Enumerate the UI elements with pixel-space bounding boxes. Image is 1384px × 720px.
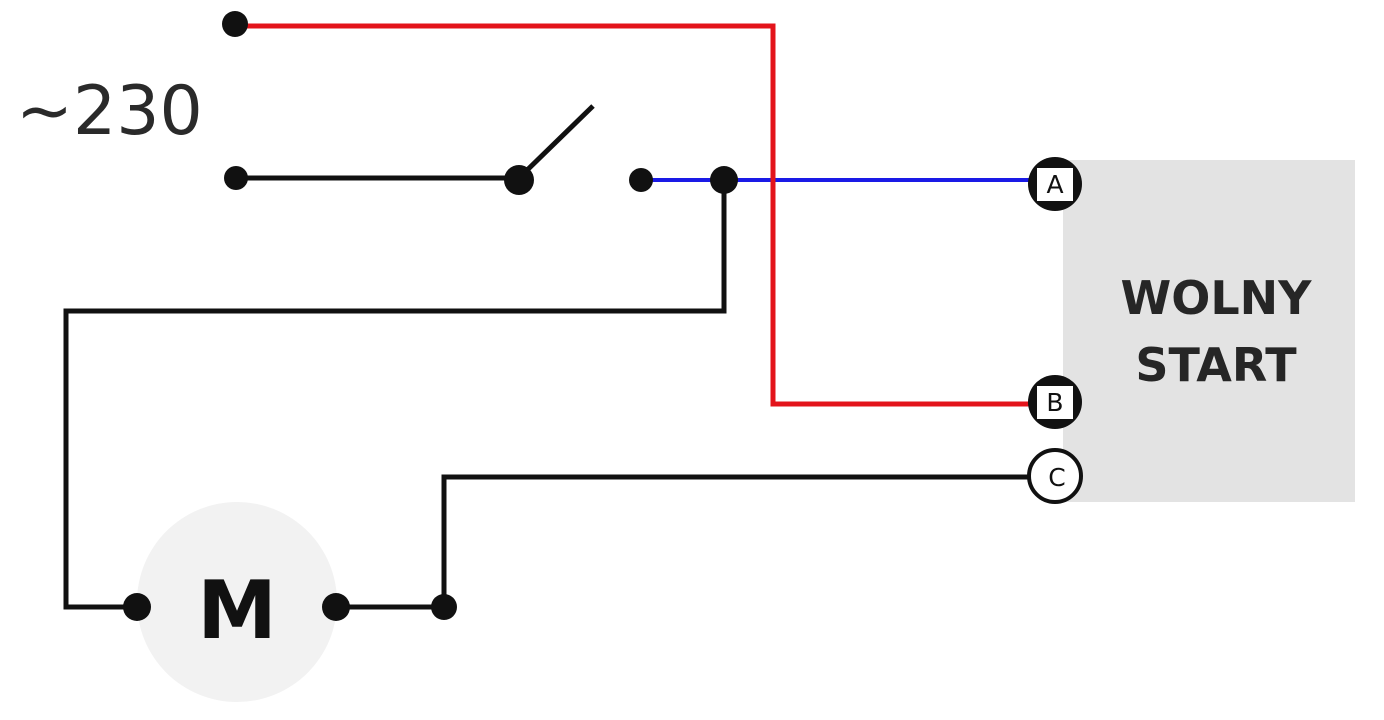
- motor-right-terminal-dot: [322, 593, 350, 621]
- supply-phase-dot: [222, 11, 248, 37]
- terminal-c-label: C: [1048, 463, 1065, 492]
- junction-dot: [710, 166, 738, 194]
- motor-return-wire: [336, 474, 1054, 610]
- terminal-a: A: [1028, 157, 1082, 211]
- switch-lever: [517, 104, 595, 180]
- terminal-b-label: B: [1046, 388, 1063, 417]
- soft-start-title-line2: START: [1135, 338, 1297, 392]
- terminal-a-label: A: [1046, 170, 1063, 199]
- motor-feed-wire: [63, 180, 727, 610]
- motor-return-junction-dot: [431, 594, 457, 620]
- motor-left-terminal-dot: [123, 593, 151, 621]
- terminal-b: B: [1028, 375, 1082, 429]
- supply-voltage-label: ~230: [16, 72, 203, 151]
- phase-wire: [235, 23, 1054, 407]
- soft-start-box: [1063, 160, 1355, 502]
- switch-contact-dot: [629, 168, 653, 192]
- switch-pivot-dot: [504, 165, 534, 195]
- motor-label: M: [197, 564, 277, 657]
- supply-neutral-dot: [224, 166, 248, 190]
- soft-start-title-line1: WOLNY: [1121, 271, 1313, 325]
- motor-circle: [137, 502, 337, 702]
- terminal-c: C: [1027, 448, 1083, 504]
